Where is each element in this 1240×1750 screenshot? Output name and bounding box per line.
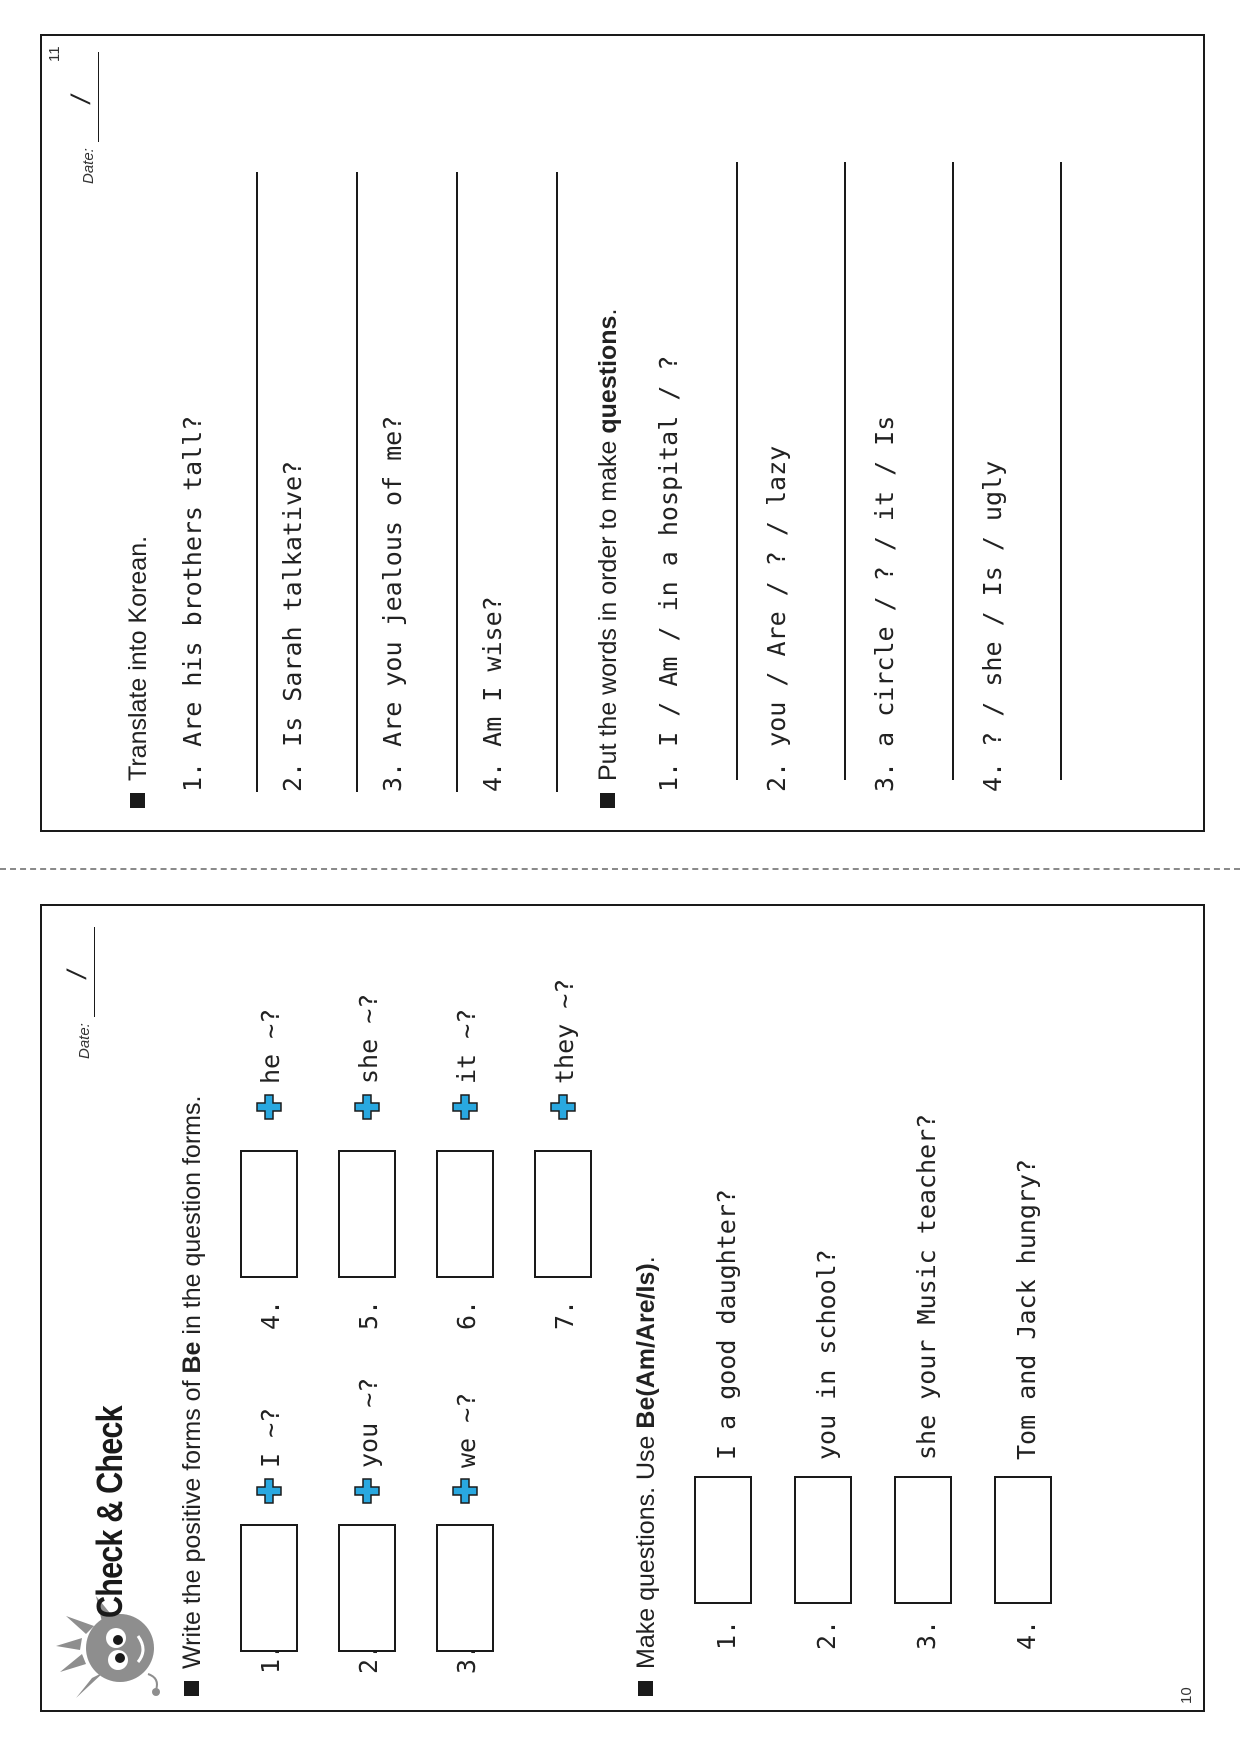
section2-instruction: Put the words in order to make questions… [594, 309, 623, 808]
date-underline [94, 927, 95, 1017]
answer-line[interactable] [736, 162, 738, 780]
plus-icon [550, 1094, 576, 1120]
page-title: Check & Check [89, 1406, 130, 1618]
answer-line[interactable] [456, 172, 458, 792]
answer-box[interactable] [338, 1524, 396, 1652]
list-item: 6. it ~? [436, 910, 538, 1330]
list-item: 3. she your Music teacher? [894, 906, 986, 1714]
translate-item: 4. Am I wise? [478, 596, 507, 792]
bullet-square-icon [600, 793, 615, 808]
plus-icon [452, 1094, 478, 1120]
list-item: 7. they ~? [534, 910, 636, 1330]
date-slash: / [62, 966, 90, 981]
answer-box[interactable] [994, 1476, 1052, 1604]
date-label: Date: [76, 1023, 93, 1059]
fold-divider [0, 868, 1240, 870]
answer-line[interactable] [256, 172, 258, 792]
translate-item: 3. Are you jealous of me? [378, 415, 407, 792]
date-underline [98, 52, 99, 142]
list-item: 1. I ~? [240, 1314, 342, 1714]
section1-instruction: Write the positive forms of Be in the qu… [178, 1096, 207, 1696]
answer-box[interactable] [794, 1476, 852, 1604]
order-item: 1. I / Am / in a hospital / ? [654, 355, 683, 793]
bullet-square-icon [638, 1681, 653, 1696]
page-10-content: Check & Check Date: / Write the positive… [42, 906, 1207, 1714]
date-label: Date: [80, 148, 97, 184]
answer-box[interactable] [338, 1150, 396, 1278]
plus-icon [354, 1094, 380, 1120]
section2-instruction: Make questions. Use Be(Am/Are/Is). [632, 1256, 661, 1696]
page-11-content: Date: / Translate into Korean. 1. Are hi… [42, 36, 1207, 834]
answer-line[interactable] [356, 172, 358, 792]
answer-box[interactable] [240, 1150, 298, 1278]
mascot-icon [56, 1596, 160, 1698]
order-item: 3. a circle / ? / it / Is [870, 415, 899, 792]
order-item: 4. ? / she / Is / ugly [978, 460, 1007, 792]
answer-line[interactable] [1060, 162, 1062, 780]
list-item: 1. I a good daughter? [694, 906, 786, 1714]
translate-item: 2. Is Sarah talkative? [278, 460, 307, 792]
answer-line[interactable] [844, 162, 846, 780]
answer-box[interactable] [694, 1476, 752, 1604]
answer-box[interactable] [894, 1476, 952, 1604]
list-item: 4. Tom and Jack hungry? [994, 906, 1086, 1714]
plus-icon [256, 1478, 282, 1504]
page-number: 11 [46, 46, 63, 62]
page-number: 10 [1178, 1687, 1195, 1704]
list-item: 3. we ~? [436, 1314, 538, 1714]
date-field[interactable]: Date: / [62, 909, 102, 1059]
bullet-square-icon [130, 793, 145, 808]
worksheet-page-11: Date: / Translate into Korean. 1. Are hi… [40, 34, 1205, 832]
worksheet-page-10: Check & Check Date: / Write the positive… [40, 904, 1205, 1712]
answer-box[interactable] [436, 1150, 494, 1278]
list-item: 4. he ~? [240, 910, 342, 1330]
translate-item: 1. Are his brothers tall? [178, 415, 207, 792]
date-field[interactable]: Date: / [66, 34, 106, 184]
answer-box[interactable] [240, 1524, 298, 1652]
list-item: 2. you ~? [338, 1314, 440, 1714]
bullet-square-icon [184, 1681, 199, 1696]
list-item: 5. she ~? [338, 910, 440, 1330]
section1-instruction: Translate into Korean. [124, 536, 153, 808]
answer-line[interactable] [952, 162, 954, 780]
answer-line[interactable] [556, 172, 558, 792]
plus-icon [256, 1094, 282, 1120]
order-item: 2. you / Are / ? / lazy [762, 445, 791, 792]
answer-box[interactable] [534, 1150, 592, 1278]
answer-box[interactable] [436, 1524, 494, 1652]
plus-icon [354, 1478, 380, 1504]
plus-icon [452, 1478, 478, 1504]
list-item: 2. you in school? [794, 906, 886, 1714]
date-slash: / [66, 91, 94, 106]
